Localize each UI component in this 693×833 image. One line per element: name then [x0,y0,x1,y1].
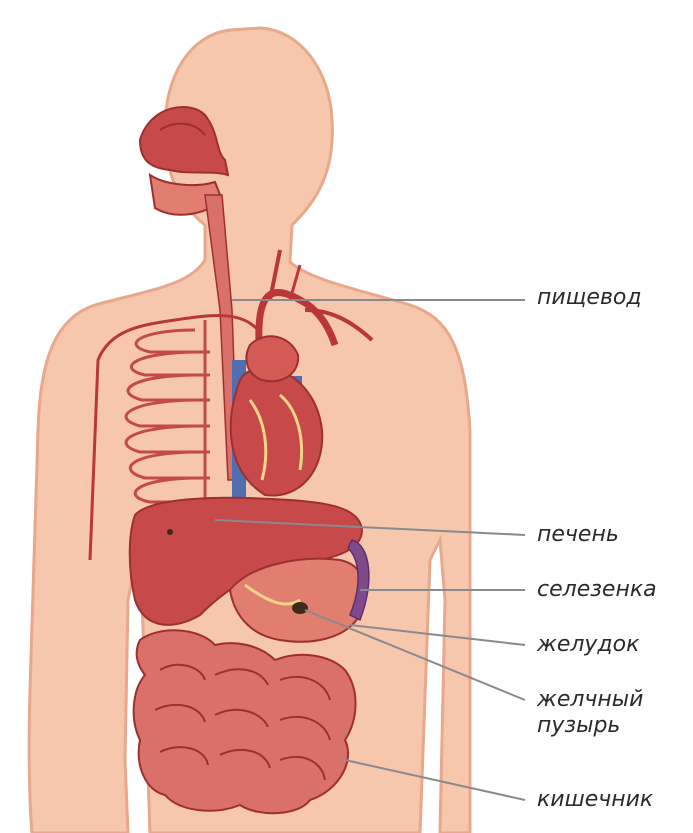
label-spleen: селезенка [537,578,657,601]
label-liver: печень [537,523,619,546]
label-intestine: кишечник [537,788,653,811]
gallbladder-organ [292,602,308,614]
label-esophagus: пищевод [537,286,642,309]
label-gallbladder-line1: желчный [537,688,643,711]
label-stomach: желудок [537,633,639,656]
intestines-organ [134,630,356,813]
label-gallbladder-line2: пузырь [537,714,620,737]
